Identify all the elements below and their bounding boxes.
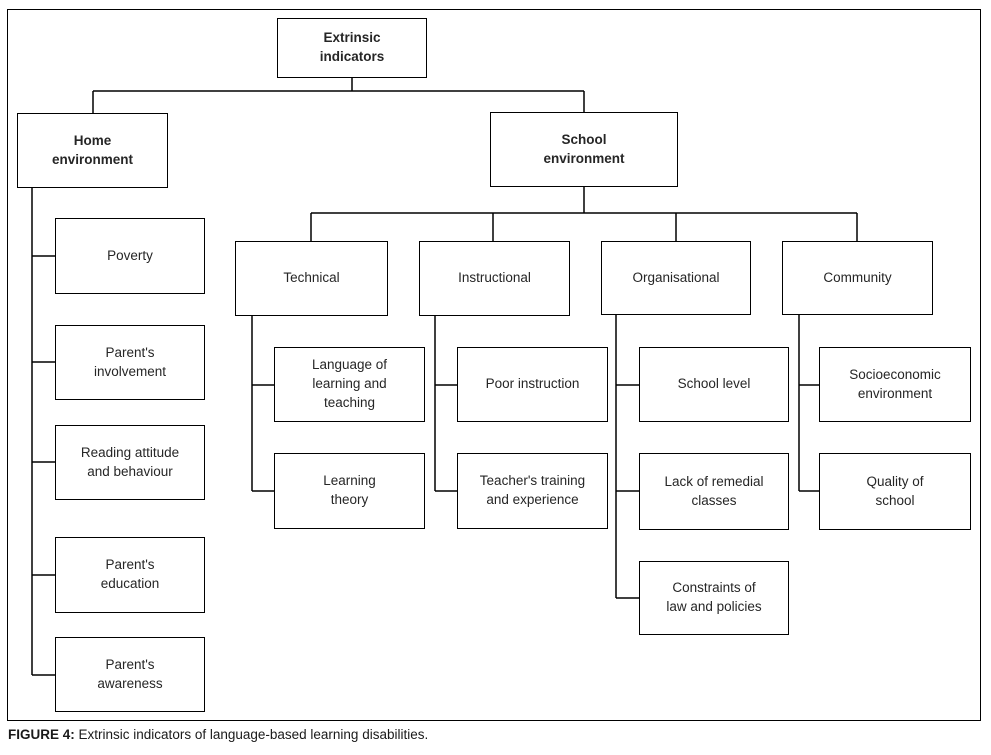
node-school-environment: School environment — [490, 112, 678, 187]
node-poverty: Poverty — [55, 218, 205, 294]
node-parents-awareness: Parent's awareness — [55, 637, 205, 712]
node-quality-of-school: Quality of school — [819, 453, 971, 530]
figure-caption-label: FIGURE 4: — [8, 727, 75, 742]
figure-border — [7, 9, 981, 721]
node-organisational: Organisational — [601, 241, 751, 315]
node-parents-education: Parent's education — [55, 537, 205, 613]
figure-caption: FIGURE 4: Extrinsic indicators of langua… — [8, 727, 428, 742]
node-instructional: Instructional — [419, 241, 570, 316]
figure-caption-text: Extrinsic indicators of language-based l… — [78, 727, 429, 742]
node-school-level: School level — [639, 347, 789, 422]
node-community: Community — [782, 241, 933, 315]
node-technical: Technical — [235, 241, 388, 316]
node-parents-involvement: Parent's involvement — [55, 325, 205, 400]
node-socioeconomic-environment: Socioeconomic environment — [819, 347, 971, 422]
node-lack-of-remedial-classes: Lack of remedial classes — [639, 453, 789, 530]
node-constraints-of-law-and-policies: Constraints of law and policies — [639, 561, 789, 635]
node-reading-attitude-and-behaviour: Reading attitude and behaviour — [55, 425, 205, 500]
node-extrinsic-indicators: Extrinsic indicators — [277, 18, 427, 78]
node-language-of-learning-and-teaching: Language of learning and teaching — [274, 347, 425, 422]
node-learning-theory: Learning theory — [274, 453, 425, 529]
node-poor-instruction: Poor instruction — [457, 347, 608, 422]
node-teachers-training-and-experience: Teacher's training and experience — [457, 453, 608, 529]
node-home-environment: Home environment — [17, 113, 168, 188]
